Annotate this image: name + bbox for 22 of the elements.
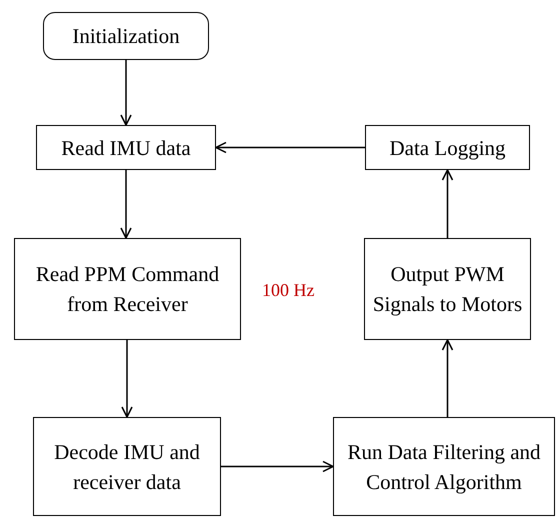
process-box: [333, 417, 555, 516]
arrow: [120, 60, 132, 126]
frequency-label: 100 Hz: [262, 280, 314, 301]
box-label: Decode IMU and receiver data: [53, 438, 201, 496]
arrow: [442, 169, 454, 238]
box-label: Initialization: [72, 23, 180, 50]
box-label: Read IMU data: [61, 134, 191, 162]
box-label: Output PWM Signals to Motors: [372, 261, 524, 318]
arrow: [442, 339, 454, 417]
process-box: [14, 238, 241, 340]
terminal-box: [43, 12, 209, 60]
process-box: [365, 125, 530, 170]
box-label: Data Logging: [389, 134, 506, 162]
box-label: Run Data Filtering and Control Algorithm: [346, 438, 542, 496]
process-box: [364, 238, 531, 340]
arrow: [121, 340, 133, 418]
process-box: [36, 125, 216, 170]
arrow: [215, 142, 365, 154]
arrow: [120, 170, 132, 239]
box-label: Read PPM Command from Receiver: [34, 261, 220, 318]
arrow: [221, 460, 334, 472]
process-box: [33, 417, 221, 516]
